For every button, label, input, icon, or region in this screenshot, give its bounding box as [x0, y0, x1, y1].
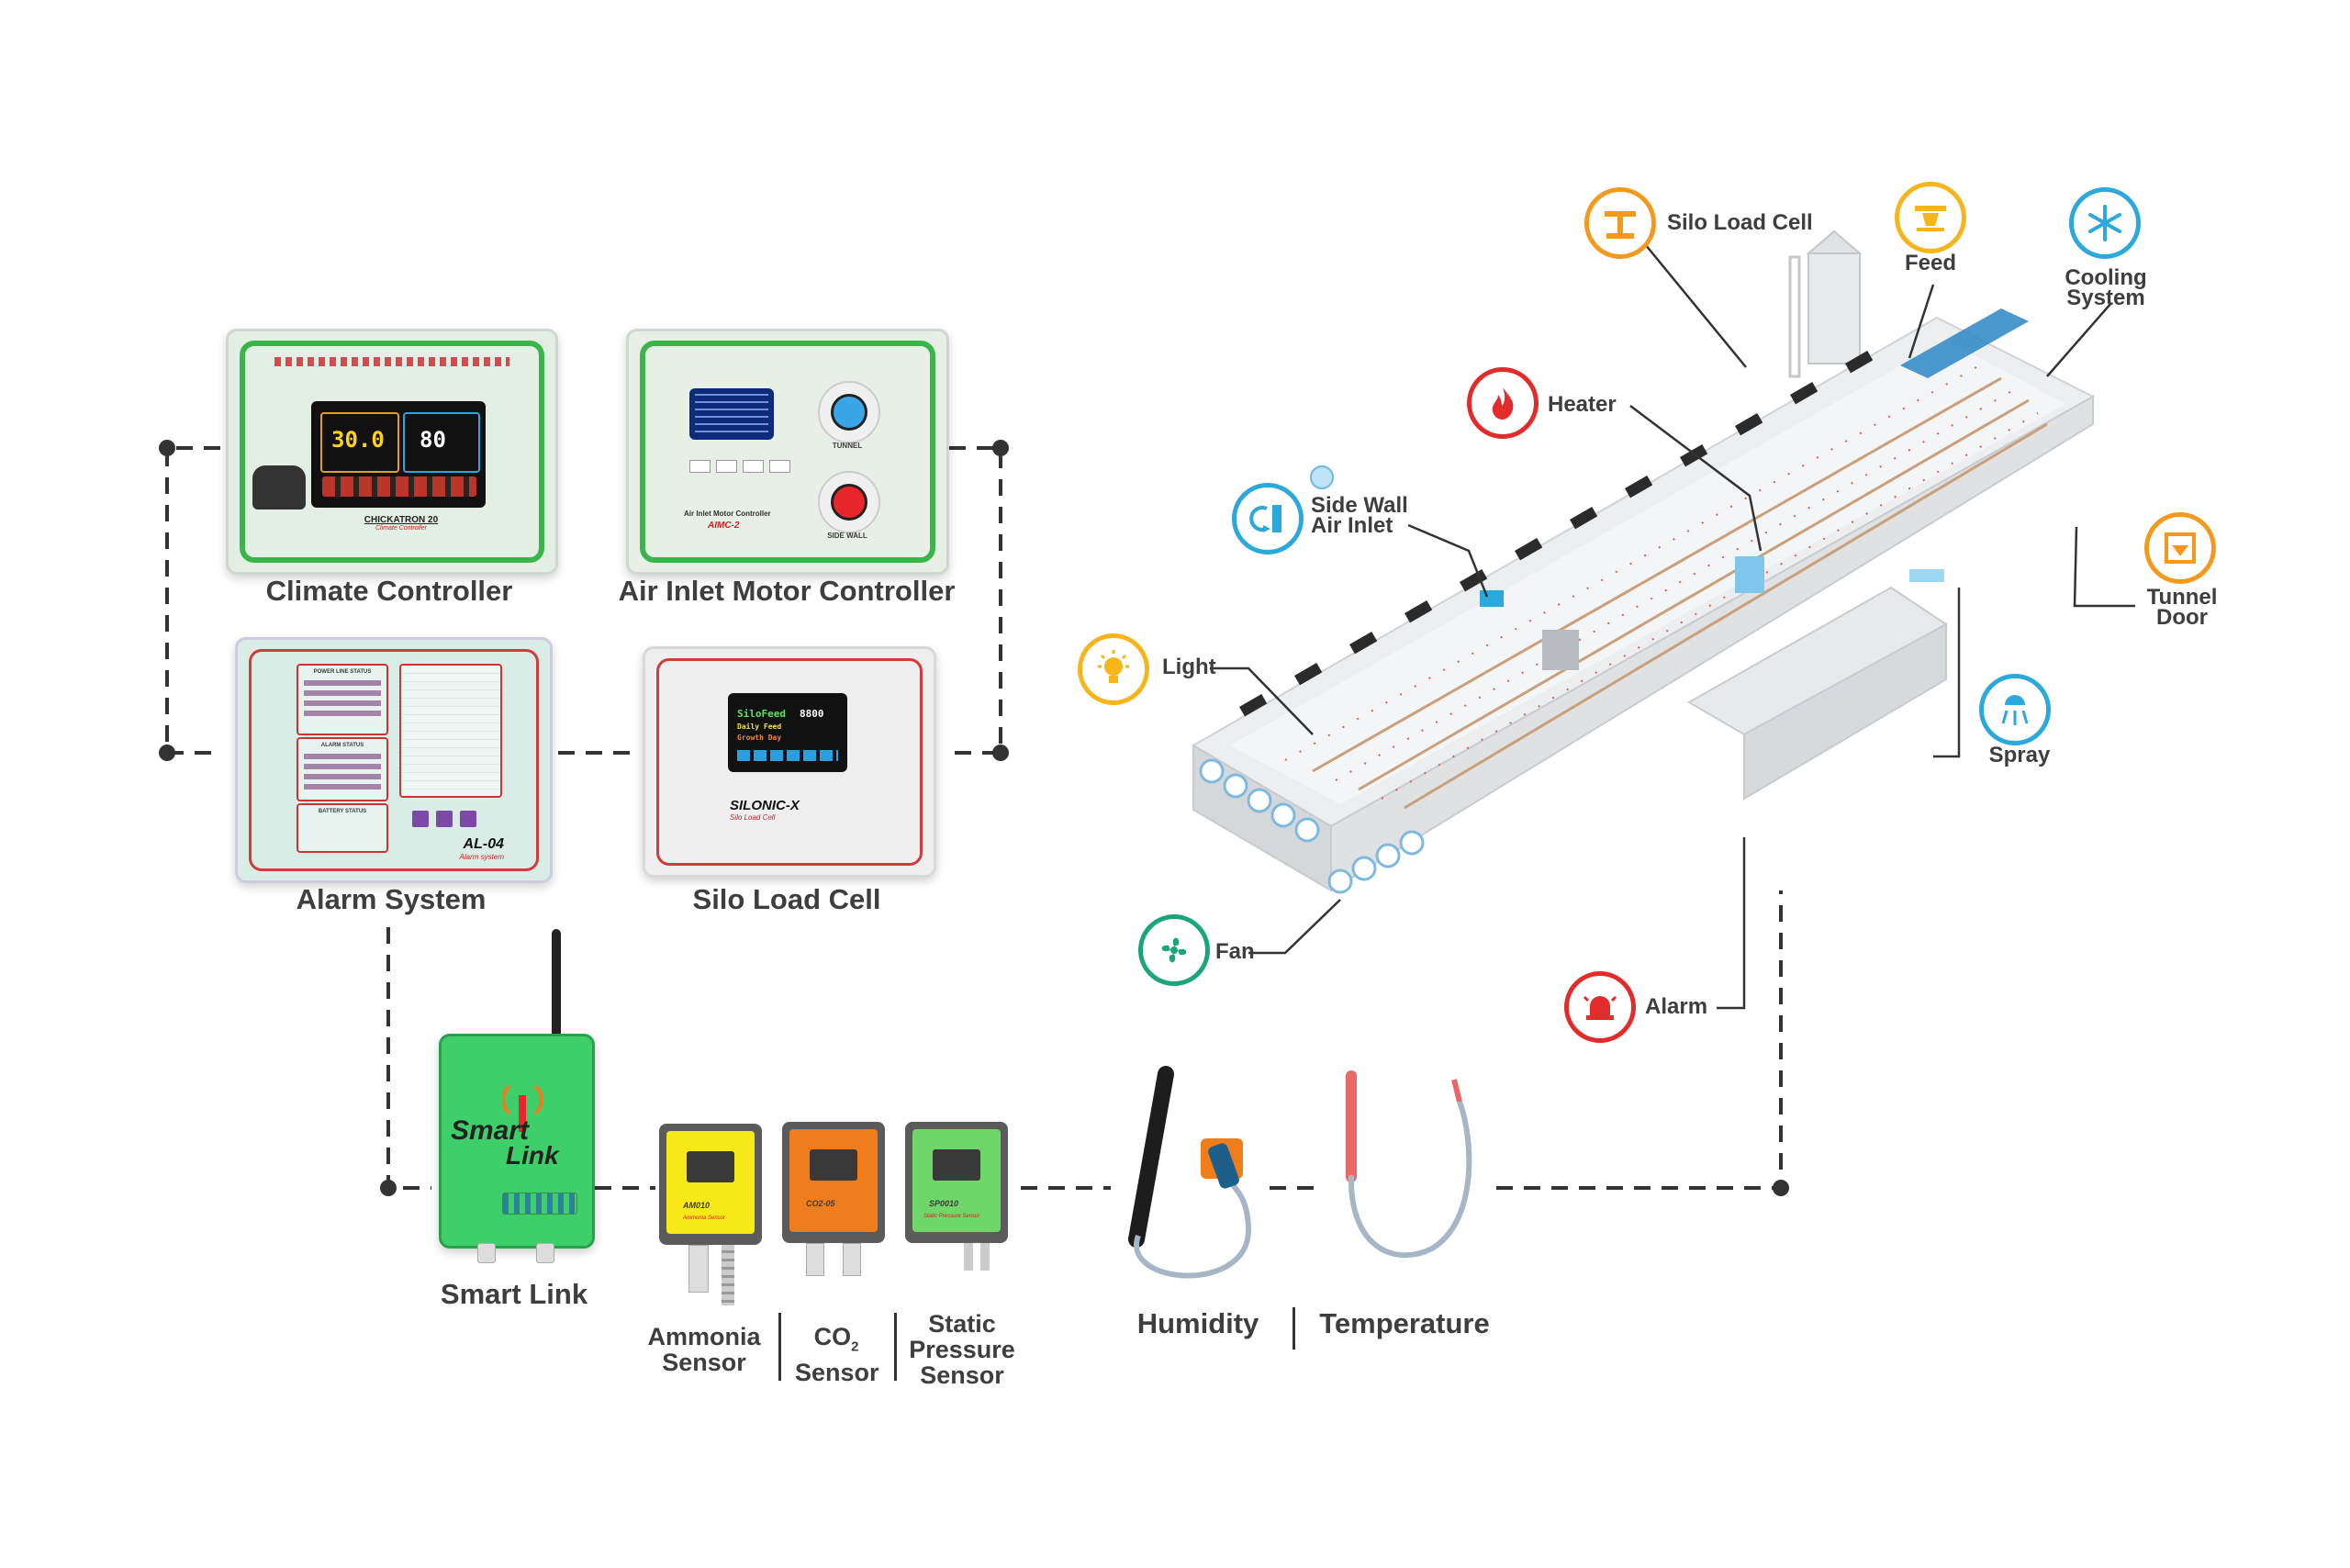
alarm-buttons[interactable] — [412, 811, 476, 827]
drinker-lines — [1284, 363, 2039, 800]
smart-link-device[interactable]: Smart Link — [439, 1034, 595, 1249]
silo-load-cell-device[interactable]: SiloFeed 8800 Daily Feed Growth Day SILO… — [643, 646, 936, 878]
alarm-system-device[interactable]: POWER LINE STATUS ALARM STATUS BATTERY S… — [235, 637, 553, 883]
humidity-label: Humidity — [1136, 1307, 1259, 1339]
heater-unit — [1735, 556, 1764, 593]
broadcast-icon — [502, 1084, 543, 1132]
static-pressure-sensor-device[interactable]: SP0010 Static Pressure Sensor — [905, 1122, 1008, 1243]
temperature-probe — [1346, 1070, 1472, 1259]
co2-model: CO2-05 — [806, 1199, 835, 1208]
separator — [778, 1313, 781, 1381]
flame-icon — [1467, 367, 1539, 439]
cooling-pad — [1900, 308, 2029, 378]
air-inlet-motor-controller-label: Air Inlet Motor Controller — [618, 575, 956, 607]
alarm-sub: Alarm system — [459, 853, 504, 861]
link-left-bracket — [165, 446, 220, 755]
power-line-title: POWER LINE STATUS — [313, 669, 372, 675]
callout-silo-load-cell: Silo Load Cell — [1667, 210, 1813, 235]
separator — [894, 1313, 897, 1381]
callout-feed: Feed — [1904, 251, 1956, 275]
temperature-label: Temperature — [1319, 1307, 1490, 1339]
exhaust-fans — [1199, 758, 1425, 894]
climate-model: Climate Controller — [375, 525, 428, 532]
climate-controller-label: Climate Controller — [265, 575, 513, 607]
feeder-lines — [1312, 376, 2048, 810]
sp-model: SP0010 — [929, 1199, 959, 1208]
alarm-model: AL-04 — [463, 836, 504, 852]
tunnel-knob[interactable] — [818, 381, 880, 443]
sidewall-knob-label: SIDE WALL — [827, 532, 867, 540]
smart-link-antenna — [552, 929, 561, 1037]
ammonia-sub: Ammonia Sensor — [683, 1215, 726, 1221]
air-inlet-motor-controller-device[interactable]: TUNNEL SIDE WALL Air Inlet Motor Control… — [626, 329, 949, 575]
co2-sensor-device[interactable]: CO2-05 — [782, 1122, 885, 1243]
spray-unit — [1909, 569, 1944, 582]
climate-screen: 30.0 80 — [311, 401, 486, 508]
ammonia-sensor-device[interactable]: AM010 Ammonia Sensor — [659, 1124, 762, 1245]
callout-alarm: Alarm — [1645, 994, 1708, 1019]
aimc-panel-title: Air Inlet Motor Controller — [684, 510, 771, 518]
feeder-icon — [1895, 182, 1966, 253]
scale-icon — [1584, 187, 1656, 259]
battery-status-title: BATTERY STATUS — [318, 809, 367, 814]
callout-spray: Spray — [1988, 743, 2051, 767]
aimc-model: AIMC-2 — [708, 521, 740, 531]
aimc-buttons[interactable] — [689, 460, 790, 473]
sp-sub: Static Pressure Sensor — [923, 1214, 980, 1219]
climate-brand: CHICKATRON 20 — [364, 515, 439, 525]
sidewall-knob[interactable] — [818, 471, 880, 533]
snowflake-icon — [2069, 187, 2141, 259]
poultry-house — [1192, 230, 2096, 894]
alarm-status-title: ALARM STATUS — [320, 743, 364, 748]
static-pressure-sensor-label: Static Pressure Sensor — [909, 1310, 1015, 1389]
co2-sensor-label: CO2 Sensor — [795, 1323, 879, 1387]
fan-icon — [1138, 914, 1210, 986]
alarm-bell-icon — [1564, 971, 1636, 1043]
silo-brand: SILONIC-X — [730, 798, 800, 813]
inlet-icon — [1232, 483, 1304, 554]
cable-gland — [252, 465, 306, 510]
silo-load-cell-label: Silo Load Cell — [692, 883, 881, 915]
led-row — [274, 357, 509, 366]
humidity-probe — [1128, 1066, 1252, 1279]
ammonia-model: AM010 — [683, 1201, 711, 1210]
callout-light: Light — [1162, 655, 1216, 679]
side-windows — [1239, 351, 1874, 717]
smart-link-label: Smart Link — [440, 1278, 588, 1310]
tunnel-knob-label: TUNNEL — [832, 442, 863, 450]
silo-screen: SiloFeed 8800 Daily Feed Growth Day — [728, 693, 847, 772]
control-box — [1542, 630, 1579, 670]
callout-heater: Heater — [1548, 392, 1617, 417]
bulb-icon — [1078, 633, 1149, 705]
silo-sub: Silo Load Cell — [730, 813, 776, 822]
link-right-bracket — [949, 446, 1002, 755]
callout-fan: Fan — [1215, 939, 1255, 964]
aimc-screen — [689, 388, 774, 440]
climate-controller-device[interactable]: 30.0 80 CHICKATRON 20 Climate Controller — [226, 329, 558, 575]
humidity-readout: 80 — [420, 427, 446, 453]
temp-readout: 30.0 — [331, 427, 385, 453]
tunnel-door-icon — [2144, 512, 2216, 584]
silo — [1788, 230, 1863, 378]
smart-link-logo-2: Link — [506, 1141, 559, 1170]
separator — [1292, 1307, 1295, 1350]
smart-link-logo-1: Smart — [451, 1115, 530, 1146]
alarm-system-label: Alarm System — [296, 883, 487, 915]
spray-icon — [1979, 674, 2051, 745]
light-unit — [1310, 465, 1334, 489]
